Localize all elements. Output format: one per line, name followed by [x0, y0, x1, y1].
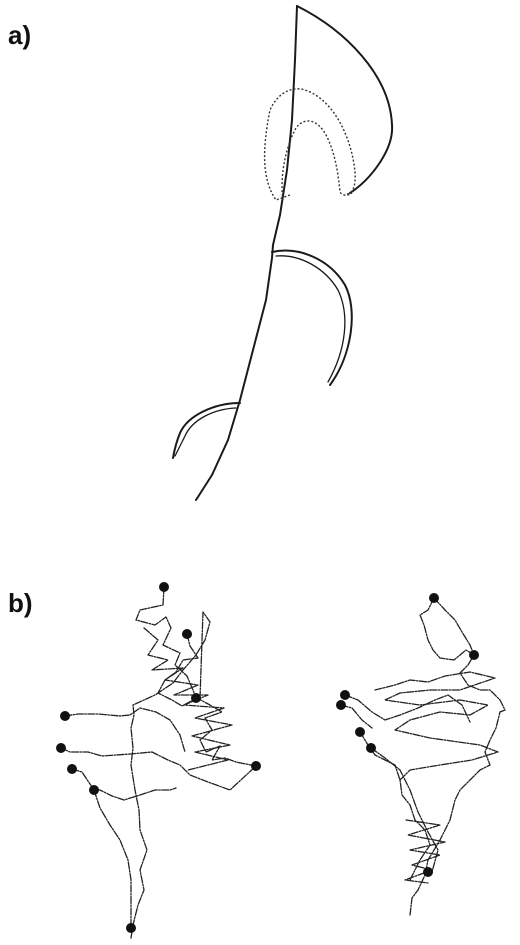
left-endpoint-right-dot	[251, 761, 261, 771]
panel-a-drawing	[173, 6, 392, 500]
right-trace-branch-left-upper	[345, 695, 470, 722]
top-lobe-curve	[297, 6, 392, 193]
dotted-inner-lobe-inner	[282, 121, 352, 200]
main-stem-line	[196, 6, 297, 500]
left-endpoint-bottom-dot	[126, 923, 136, 933]
right-trace-top-link	[434, 598, 474, 655]
lower-arc-inner	[175, 408, 236, 456]
left-endpoint-left-low-dot	[67, 764, 77, 774]
right-endpoint-left-mid-dot	[336, 700, 346, 710]
right-trace-branch-top	[420, 598, 505, 712]
left-center-dot	[191, 693, 201, 703]
right-trace-branch-left-low	[360, 732, 430, 880]
left-trace-branch-right	[158, 634, 256, 766]
left-endpoint-left-upper-dot	[60, 711, 70, 721]
left-junction-dot	[89, 785, 99, 795]
right-endpoint-top-dot	[429, 593, 439, 603]
right-trace-spine	[410, 712, 500, 915]
right-endpoint-left-low2-dot	[366, 743, 376, 753]
left-trace-branch-low-to-stem	[94, 790, 131, 928]
left-trace-spine	[131, 612, 210, 938]
left-trace-branch-left-upper	[65, 708, 185, 752]
right-endpoint-bottom-dot	[423, 867, 433, 877]
left-endpoint-top-dot	[159, 582, 169, 592]
left-trace-branch-top	[136, 587, 196, 698]
left-endpoint-left-mid-dot	[56, 743, 66, 753]
dotted-inner-lobe-outer	[265, 89, 356, 200]
left-endpoint-upper-right-dot	[182, 629, 192, 639]
right-endpoint-left-upper-dot	[340, 690, 350, 700]
right-junction-upper-dot	[469, 650, 479, 660]
right-endpoint-left-low-dot	[355, 727, 365, 737]
middle-arc-outer	[272, 251, 352, 385]
left-trace-branch-left-low	[72, 769, 176, 800]
panel-b-left-trace	[56, 582, 261, 938]
middle-arc-inner	[276, 256, 345, 382]
panel-b-right-trace	[336, 593, 505, 915]
